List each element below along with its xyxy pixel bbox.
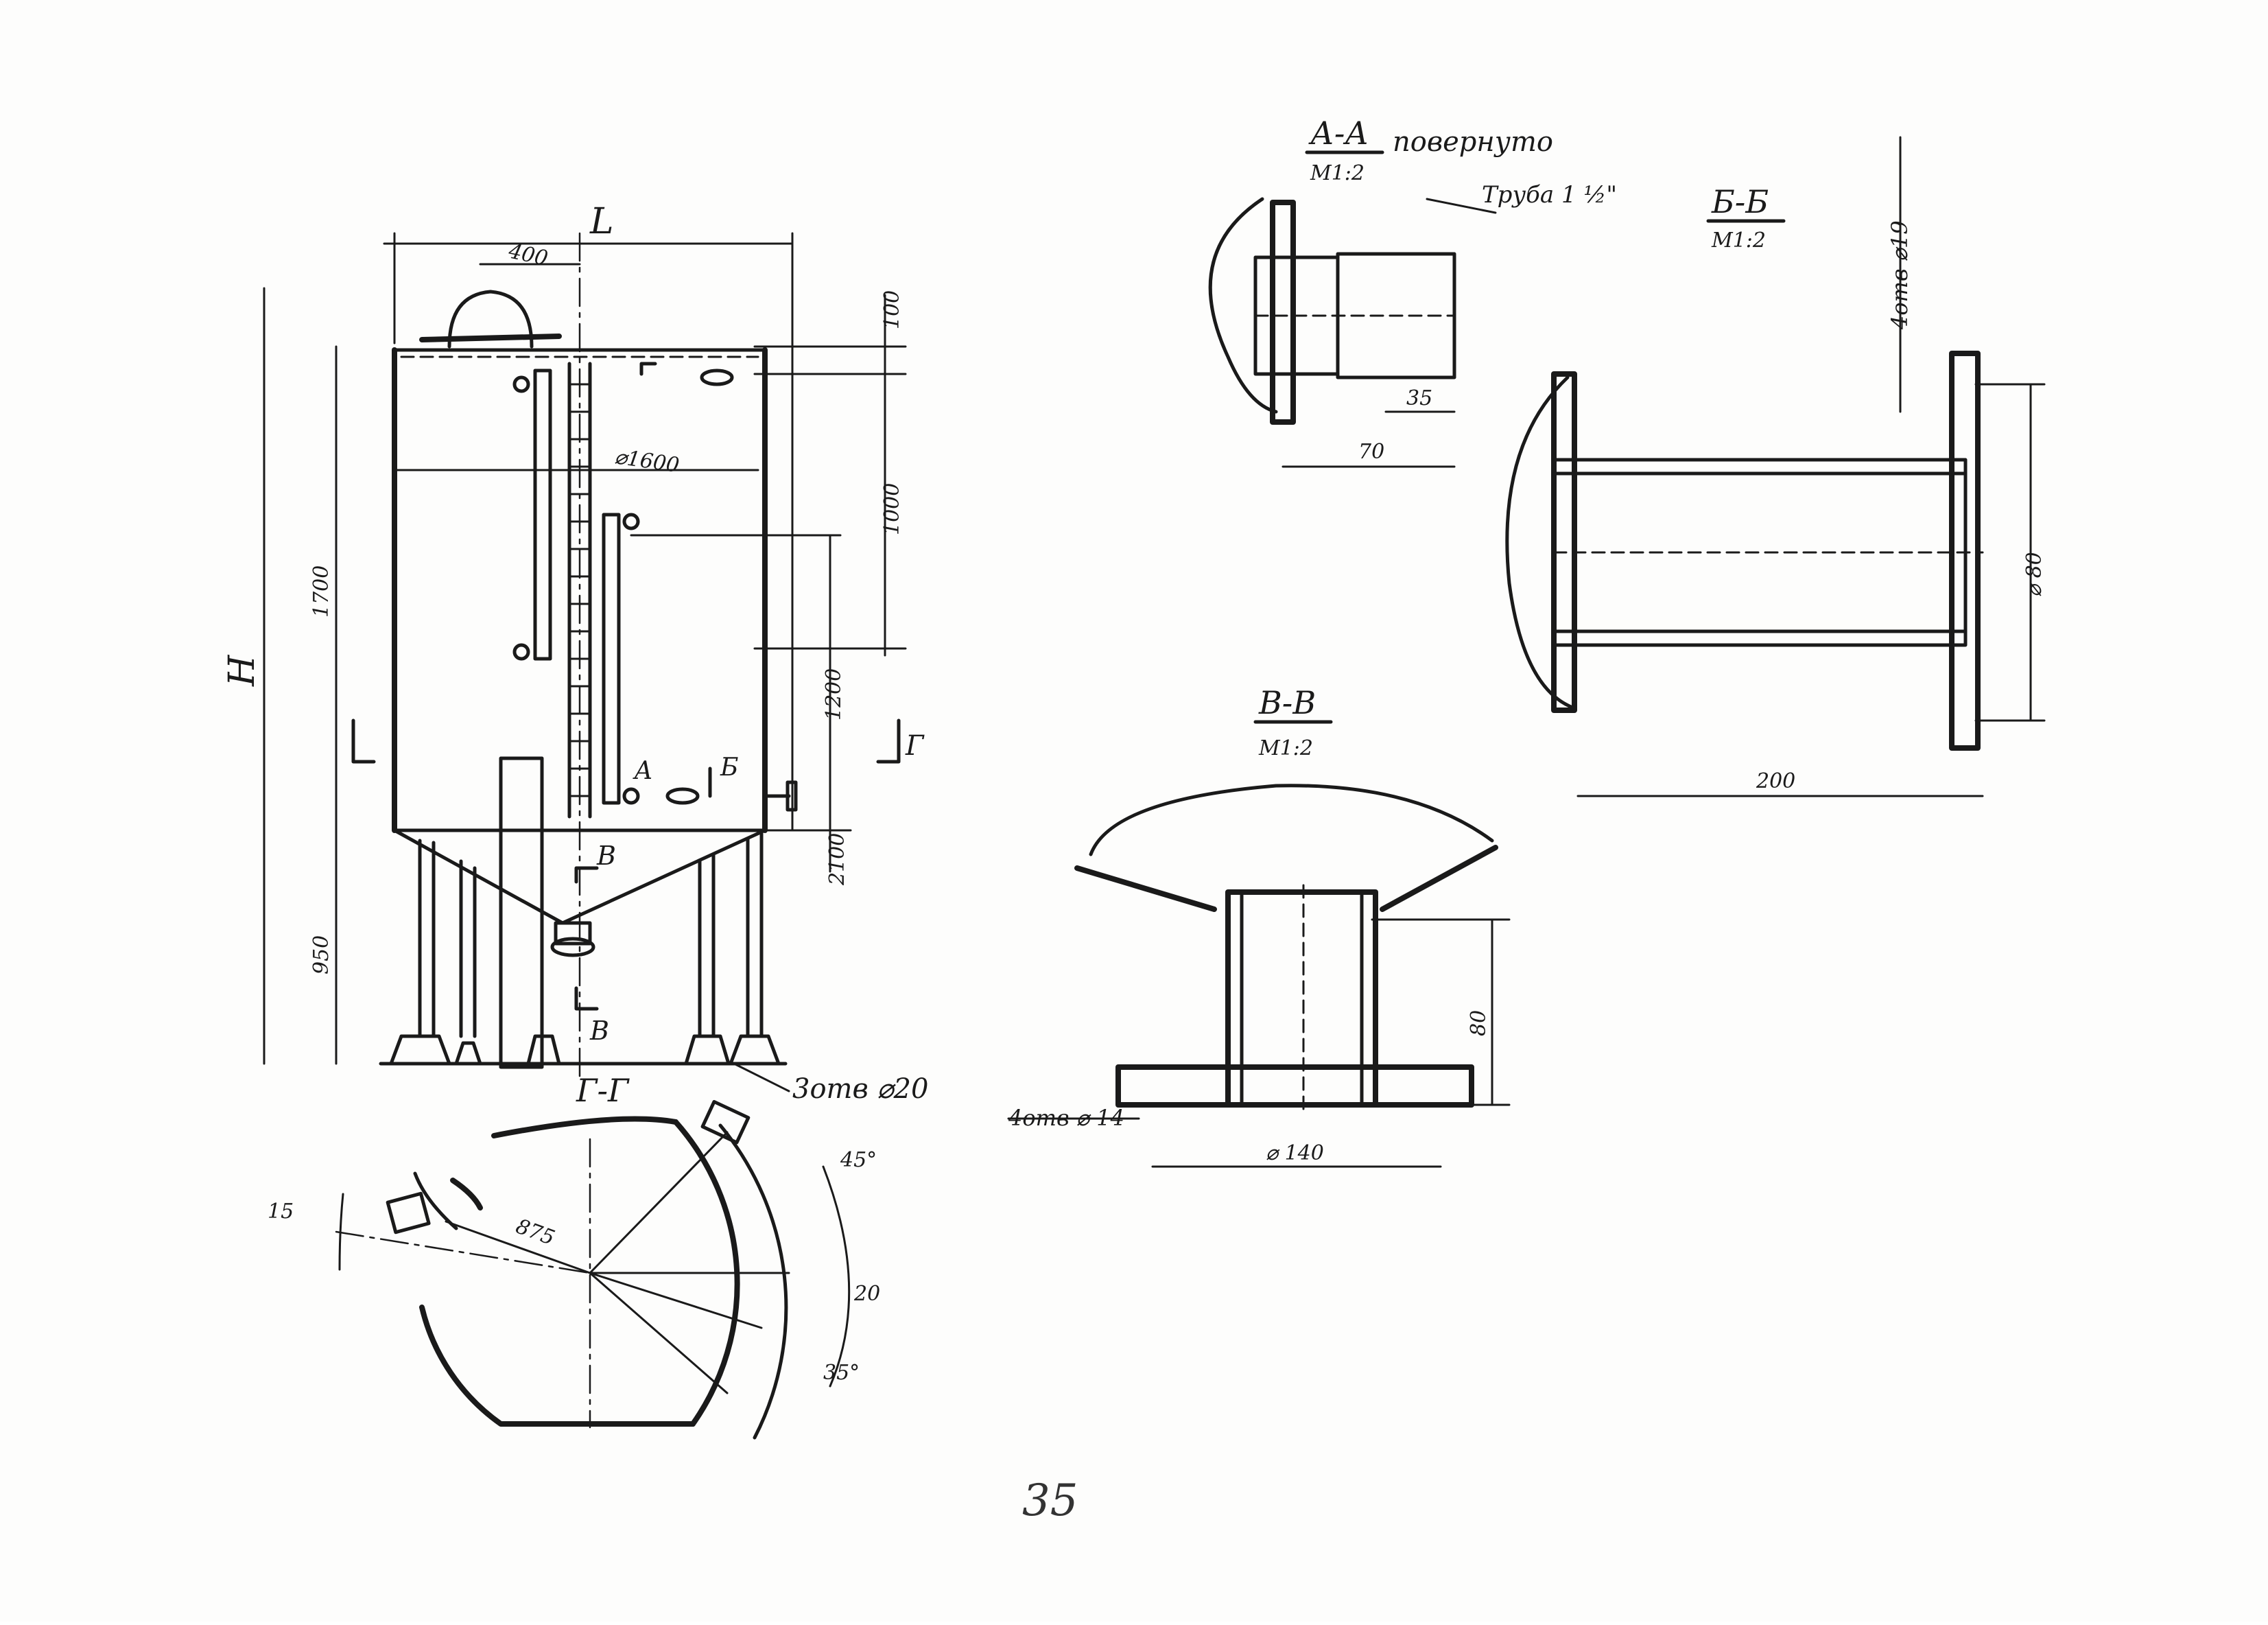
section-vv-view: В-В М1:2 80 ⌀ 140 4отв ⌀ 14	[1007, 684, 1511, 1168]
shell-arc-lower	[419, 1305, 696, 1427]
section-mark-g-right	[876, 718, 901, 764]
main-vessel-view: L 400 H 1700 950 ⌀1600 100 1000 1200 210…	[222, 201, 928, 1105]
cone-wall-left	[1074, 865, 1217, 912]
note-aa: повернуто	[1393, 126, 1553, 158]
break-line-top	[491, 1116, 678, 1138]
caption-aa: А-А	[1308, 115, 1369, 152]
dim-arc-15	[338, 1193, 344, 1271]
break-line-vv	[1089, 784, 1494, 856]
label-v-top: В	[596, 841, 616, 871]
gauge-valve-icon	[512, 375, 530, 393]
gauge-valve-icon	[622, 513, 640, 530]
internal-pipe	[499, 756, 544, 1069]
dim-1000: 1000	[880, 483, 904, 535]
label-v-bottom: В	[589, 1016, 609, 1046]
dim-950: 950	[309, 935, 333, 974]
drain-nozzle	[554, 921, 592, 946]
dim-H: H	[222, 654, 263, 687]
dim-arc-gg-right	[822, 1165, 851, 1388]
dim-aa-35: 35	[1406, 386, 1432, 410]
dim-100: 100	[880, 290, 904, 329]
leader-leg-holes	[733, 1062, 790, 1092]
holes-bb: 4отв ⌀19	[1887, 220, 1913, 330]
gauge-valve-icon	[512, 643, 530, 661]
gauge-valve-icon	[622, 787, 640, 805]
scale-vv: М1:2	[1258, 736, 1313, 760]
nozzle-gg-top	[700, 1099, 751, 1145]
dim-bb-200: 200	[1756, 769, 1795, 793]
dim-20: 20	[853, 1282, 880, 1306]
break-line-aa	[1208, 197, 1278, 414]
dim-875: 875	[512, 1215, 558, 1250]
caption-bb: Б-Б	[1711, 183, 1769, 220]
dim-1200: 1200	[822, 668, 846, 721]
flange-vv	[1115, 1064, 1474, 1108]
support-legs	[379, 832, 788, 1066]
section-mark-g-left	[351, 718, 376, 764]
label-g: Г	[905, 730, 925, 762]
dim-15: 15	[268, 1200, 294, 1224]
caption-gg: Г-Г	[576, 1072, 630, 1109]
nozzle-body-vv	[1225, 889, 1378, 1108]
dim-2100: 2100	[825, 833, 849, 886]
jacket-arc-gg	[718, 1123, 788, 1440]
level-gauge-upper	[533, 369, 552, 661]
scale-bb: М1:2	[1711, 229, 1766, 253]
dim-aa-70: 70	[1358, 440, 1384, 464]
drain-flange	[550, 937, 595, 957]
level-gauge-lower	[602, 513, 621, 805]
dim-bb-diam: ⌀ 80	[2022, 552, 2046, 597]
manhole-flange	[419, 334, 562, 342]
dim-d1600: ⌀1600	[613, 445, 681, 478]
dim-1700: 1700	[309, 565, 333, 618]
wall-bb	[1551, 371, 1577, 713]
nozzle-gg-left	[386, 1191, 431, 1235]
flange-bb	[1949, 351, 1981, 751]
nozzle-a-upper	[700, 369, 734, 386]
pipe-label: Труба 1 ½"	[1482, 181, 1617, 209]
dim-vv-140: ⌀ 140	[1266, 1141, 1324, 1165]
section-aa-view: А-А повернуто М1:2 Труба 1 ½" 35 70	[1208, 115, 1617, 468]
dim-45: 45°	[840, 1148, 877, 1172]
label-b: Б	[720, 753, 738, 782]
section-mark-v-bottom	[574, 986, 599, 1011]
section-gg-view: Г-Г 875 15 45° 20 35°	[268, 1072, 880, 1440]
dim-L: L	[589, 201, 614, 242]
caption-vv: В-В	[1258, 684, 1316, 721]
shell-arc-left	[450, 1178, 483, 1211]
dim-35: 35°	[823, 1361, 860, 1385]
dim-vv-80: 80	[1467, 1010, 1491, 1036]
break-line-bb	[1505, 375, 1573, 709]
label-a: A	[633, 757, 652, 785]
section-mark-v-top	[574, 866, 599, 884]
scale-aa: М1:2	[1310, 161, 1365, 185]
holes-vv: 4отв ⌀ 14	[1008, 1105, 1124, 1131]
section-bb-view: Б-Б М1:2 4отв ⌀19 ⌀ 80 200	[1505, 136, 2046, 797]
section-mark-a	[639, 362, 657, 376]
leader-pipe	[1426, 198, 1497, 214]
nozzle-a-lower	[665, 787, 700, 805]
section-gg-rays	[335, 1131, 790, 1429]
leg-holes: 3отв ⌀20	[792, 1073, 928, 1105]
page-number: 35	[1022, 1475, 1078, 1526]
cone-wall-right	[1380, 845, 1498, 912]
wall-aa	[1270, 200, 1296, 425]
manhole-hatch	[447, 290, 534, 349]
